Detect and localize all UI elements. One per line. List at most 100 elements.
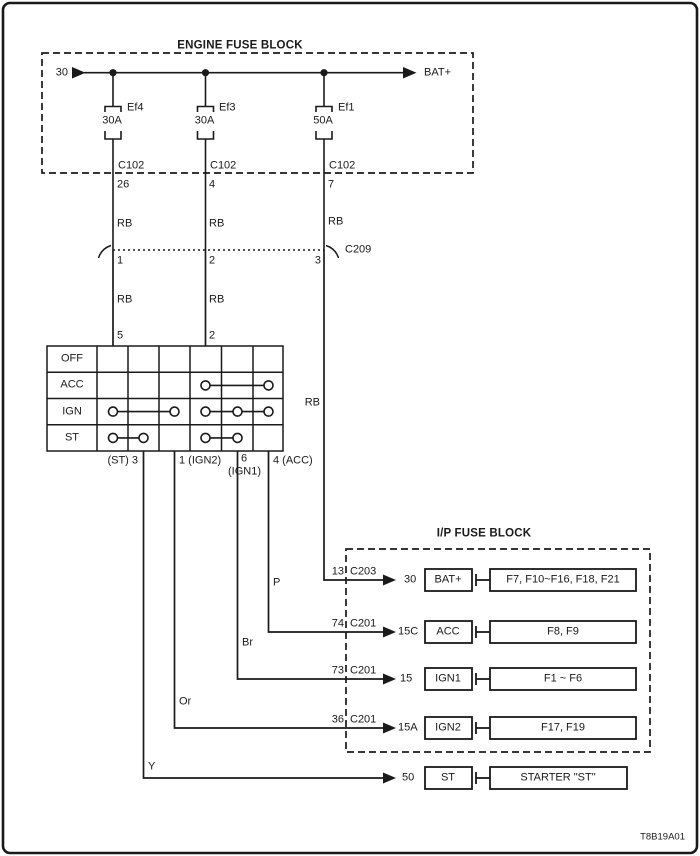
contact-circle — [200, 406, 211, 417]
switch-position-label: ACC — [60, 378, 84, 391]
terminal-box-label: IGN2 — [435, 721, 461, 734]
c209-pin: 3 — [314, 254, 321, 267]
c209-pin: 1 — [117, 254, 124, 267]
wire-arrow-icon — [383, 722, 396, 734]
row-connector: C201 — [350, 713, 377, 726]
connector-pin: 4 — [209, 178, 216, 191]
terminal-box — [424, 568, 473, 592]
contact-circle — [169, 406, 180, 417]
wire-arrow-icon — [383, 772, 396, 784]
contact-circle — [107, 406, 119, 417]
c209-pin: 2 — [209, 254, 216, 267]
row-pin: 36 — [331, 713, 344, 726]
wire-arrow-icon — [383, 626, 396, 638]
wire-color-label: Br — [242, 636, 253, 649]
fuse-name: Ef3 — [219, 101, 236, 114]
fuse-list-label: F7, F10~F16, F18, F21 — [506, 573, 620, 586]
connector-pin: 26 — [117, 178, 130, 191]
contact-circle — [263, 380, 274, 391]
connector-label: C102 — [329, 159, 356, 172]
row-terminal: 30 — [404, 573, 417, 586]
contact-circle — [138, 432, 149, 444]
bus-source-arrow-icon — [72, 67, 86, 79]
bus-destination-arrow-icon — [403, 67, 417, 79]
bus-source-label: 30 — [55, 66, 68, 79]
row-pin: 13 — [331, 565, 344, 578]
connector-label: C102 — [210, 159, 237, 172]
switch-input-pin: 5 — [117, 329, 124, 342]
contact-circle — [107, 432, 119, 444]
fuse-list-box — [489, 667, 637, 691]
fuse-ef4-symbol — [104, 72, 122, 250]
switch-output-terminal: (IGN1) — [228, 465, 261, 478]
terminal-box — [424, 667, 473, 691]
terminal-box — [424, 716, 473, 740]
row-connector: C203 — [350, 565, 377, 578]
switch-output-terminal: 1 (IGN2) — [179, 454, 222, 467]
switch-input-pin: 2 — [209, 329, 216, 342]
wire-arrow-icon — [383, 574, 396, 586]
wire-color-label: Or — [179, 695, 192, 708]
wire-color-label: RB — [209, 293, 225, 306]
wire-color-label: RB — [117, 293, 133, 306]
fuse-name: Ef1 — [338, 101, 355, 114]
row-pin: 73 — [331, 664, 344, 677]
fuse-ef1-symbol — [315, 72, 333, 250]
row-terminal: 50 — [402, 771, 415, 784]
fuse-list-box — [489, 568, 637, 592]
fuse-rating: 30A — [102, 114, 122, 127]
fuse-ef3-symbol — [196, 72, 215, 250]
switch-position-label: OFF — [61, 352, 83, 365]
wire-color-label: RB — [328, 215, 344, 228]
fuse-list-label: F1 ~ F6 — [543, 672, 583, 685]
switch-position-label: ST — [64, 431, 80, 444]
engine-fuse-block-title: ENGINE FUSE BLOCK — [177, 39, 303, 52]
fuse-rating: 50A — [313, 114, 333, 127]
ip-fuse-block-title: I/P FUSE BLOCK — [436, 527, 532, 540]
wire-y-to-st — [142, 451, 396, 784]
fuse-list-label: F17, F19 — [540, 721, 586, 734]
terminal-box-label: IGN1 — [435, 672, 461, 685]
bus-destination-label: BAT+ — [424, 66, 452, 79]
ignition-switch-grid — [46, 345, 284, 452]
switch-output-terminal: 4 (ACC) — [273, 454, 313, 467]
connector-label: C102 — [118, 159, 145, 172]
terminal-box-label: ST — [440, 771, 456, 784]
wire-color-label: P — [273, 576, 281, 589]
row-terminal: 15 — [400, 672, 413, 685]
wire-color-label: RB — [304, 396, 320, 409]
fuse-rating: 30A — [194, 114, 215, 127]
connector-pin: 7 — [328, 178, 335, 191]
wire-p-to-acc — [267, 451, 396, 638]
row-connector: C201 — [350, 664, 377, 677]
switch-position-label: IGN — [62, 405, 82, 418]
fuse-list-box — [489, 716, 637, 740]
wire-color-label: RB — [209, 217, 225, 230]
contact-circle — [263, 406, 274, 417]
wires-c209-to-switch — [112, 250, 207, 346]
engine-fuse-block-border — [41, 52, 474, 174]
terminal-box — [424, 766, 473, 790]
bus-30-bat — [72, 67, 417, 79]
connector-c209-label: C209 — [345, 243, 372, 256]
switch-output-terminal: 6 — [241, 452, 248, 465]
terminal-box-label: BAT+ — [434, 573, 462, 586]
fuse-name: Ef4 — [127, 101, 144, 114]
wire-rb-to-bat — [323, 250, 396, 586]
row-terminal: 15A — [398, 721, 418, 734]
row-connector: C201 — [350, 617, 377, 630]
fuse-list-box — [489, 766, 628, 790]
terminal-box — [424, 620, 473, 644]
switch-output-terminal: (ST) 3 — [107, 454, 138, 467]
contact-circle — [200, 380, 211, 391]
fuse-list-box — [489, 620, 637, 644]
row-terminal: 15C — [398, 625, 419, 638]
contact-circle — [232, 432, 243, 444]
terminal-box-label: ACC — [436, 625, 460, 638]
wire-arrow-icon — [383, 673, 396, 685]
ip-row-boxes — [424, 568, 637, 790]
row-pin: 74 — [331, 617, 344, 630]
